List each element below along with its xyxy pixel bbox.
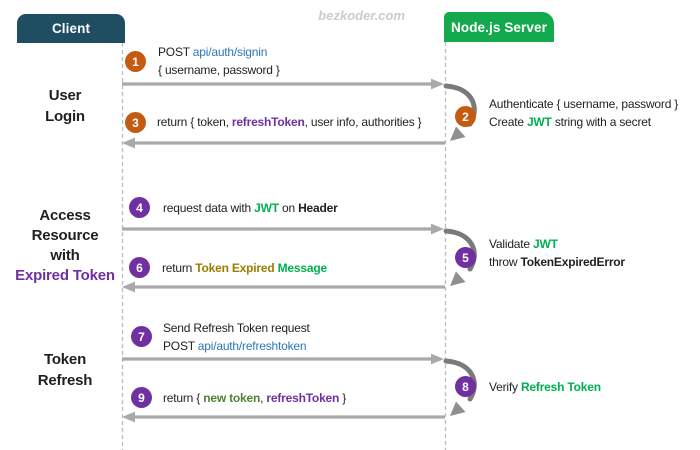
section-label-access-resource: Access Resource with Expired Token [2,206,128,286]
message-segment: JWT [526,115,552,129]
message-line: { username, password } [158,61,280,79]
message-segment: throw [489,255,521,269]
message-segment: Authenticate { username, password } [489,97,679,111]
message-segment: Token Expired [195,261,278,275]
step-badge-3: 3 [125,112,146,133]
step-number: 6 [136,260,143,275]
arrow-expired-response [120,280,447,294]
step-badge-5: 5 [455,247,476,268]
message-segment: POST [163,339,198,353]
step-number: 5 [462,250,469,265]
step-number: 1 [132,54,139,69]
message-3-signin-return: return { token, refreshToken, user info,… [157,113,422,131]
message-6-token-expired: return Token Expired Message [162,259,327,277]
section-line: with [50,247,80,264]
message-segment: Create [489,115,527,129]
section-label-user-login: User Login [8,85,122,127]
step-number: 7 [138,329,145,344]
message-segment: return { [163,391,204,405]
message-line: return { new token, refreshToken } [163,389,346,407]
section-line: Refresh [37,372,93,389]
message-segment: JWT [254,201,279,215]
message-line: Create JWT string with a secret [489,113,678,131]
message-segment: POST [158,45,193,59]
step-badge-1: 1 [125,51,146,72]
message-segment: , [260,391,267,405]
message-segment: request data with [163,201,255,215]
message-1-signin: POST api/auth/signin { username, passwor… [158,43,280,79]
message-segment: new token [203,391,261,405]
actor-client-header: Client [17,14,125,43]
message-segment: refreshToken [231,115,305,129]
message-segment: Send Refresh Token request [163,321,310,335]
message-segment: Refresh Token [520,380,601,394]
arrow-signin-response [120,136,447,150]
message-8-verify: Verify Refresh Token [489,378,601,396]
section-line: Login [45,108,85,125]
message-segment: Header [298,201,338,215]
section-label-token-refresh: Token Refresh [8,349,122,391]
section-line: Resource [31,227,99,244]
message-5-validate: Validate JWT throw TokenExpiredError [489,235,625,271]
message-segment: , user info, authorities } [304,115,422,129]
message-line: return { token, refreshToken, user info,… [157,113,422,131]
message-segment: { username, password } [158,63,280,77]
arrow-refresh-response [120,410,447,424]
message-line: request data with JWT on Header [163,199,338,217]
step-badge-6: 6 [129,257,150,278]
message-9-refresh-return: return { new token, refreshToken } [163,389,346,407]
step-number: 8 [462,379,469,394]
step-number: 4 [136,200,143,215]
message-segment: Verify [489,380,521,394]
message-segment: return [162,261,196,275]
message-line: POST api/auth/signin [158,43,280,61]
section-line: User [48,87,82,104]
section-line: Access [39,207,91,224]
message-segment: Message [277,261,327,275]
step-badge-7: 7 [131,326,152,347]
watermark: bezkoder.com [318,8,405,23]
message-line: return Token Expired Message [162,259,327,277]
message-line: Authenticate { username, password } [489,95,678,113]
message-line: throw TokenExpiredError [489,253,625,271]
section-line-expired-token: Expired Token [15,267,115,284]
message-line: Verify Refresh Token [489,378,601,396]
step-badge-4: 4 [129,197,150,218]
message-segment: on [278,201,299,215]
actor-client-label: Client [51,21,91,36]
message-segment: Validate [489,237,534,251]
message-7-refresh-request: Send Refresh Token request POST api/auth… [163,319,310,355]
message-2-authenticate: Authenticate { username, password } Crea… [489,95,678,131]
arrow-resource-request [120,222,446,236]
message-segment: api/auth/refreshtoken [197,339,307,353]
arrow-signin-request [120,76,446,92]
message-4-request-data: request data with JWT on Header [163,199,338,217]
actor-server-header: Node.js Server [444,12,554,42]
message-line: Send Refresh Token request [163,319,310,337]
message-segment: string with a secret [551,115,651,129]
message-segment: JWT [533,237,558,251]
message-line: POST api/auth/refreshtoken [163,337,310,355]
message-line: Validate JWT [489,235,625,253]
message-segment: } [339,391,347,405]
message-segment: refreshToken [266,391,340,405]
section-line: Token [43,351,87,368]
step-number: 2 [462,109,469,124]
step-badge-9: 9 [131,387,152,408]
arrow-refresh-request [120,352,446,366]
step-number: 9 [138,390,145,405]
message-segment: TokenExpiredError [520,255,625,269]
message-segment: return { token, [157,115,232,129]
actor-server-label: Node.js Server [451,19,547,35]
step-badge-2: 2 [455,106,476,127]
message-segment: api/auth/signin [192,45,268,59]
step-number: 3 [132,115,139,130]
step-badge-8: 8 [455,376,476,397]
